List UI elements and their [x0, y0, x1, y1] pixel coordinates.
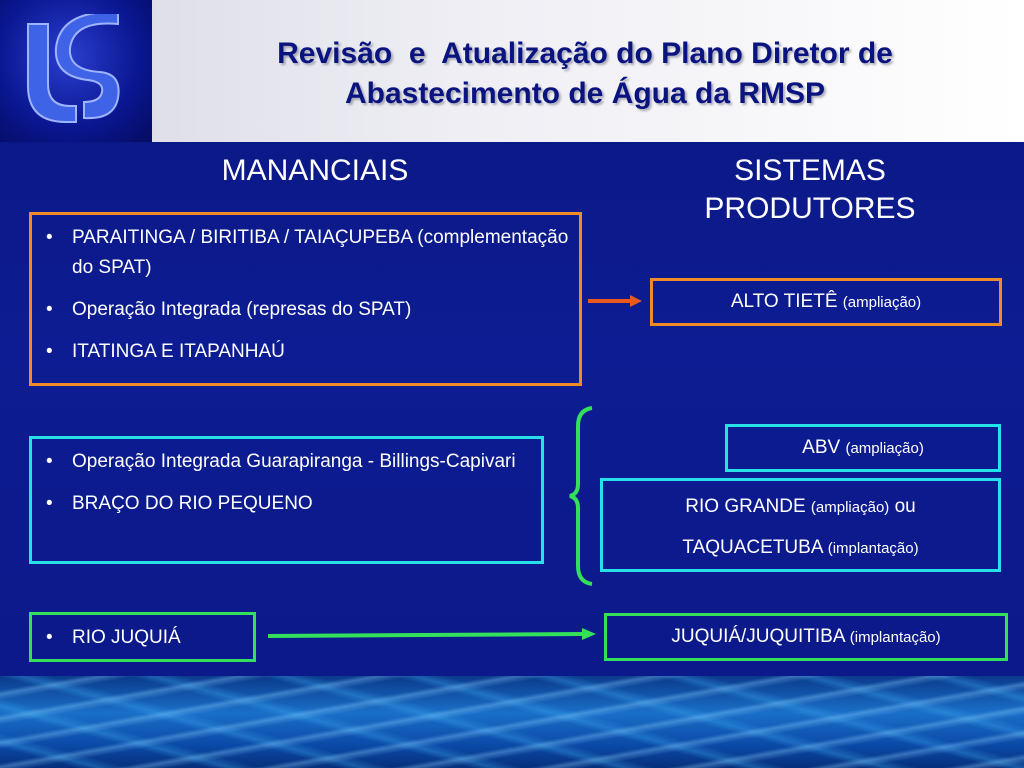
produtor-connector: ou	[894, 496, 916, 517]
mananciais-heading: MANANCIAIS	[221, 154, 409, 187]
list-item: RIO JUQUIÁ	[32, 623, 247, 653]
curly-brace-icon	[569, 406, 593, 586]
produtor-note: (ampliação)	[810, 499, 890, 516]
produtor-abv: ABV (ampliação)	[725, 424, 1001, 472]
water-footer-image	[0, 676, 1024, 768]
list-item: BRAÇO DO RIO PEQUENO	[32, 489, 535, 519]
list-item: ITATINGA E ITAPANHAÚ	[32, 337, 573, 367]
arrow-right-icon	[267, 628, 596, 640]
list-item: PARAITINGA / BIRITIBA / TAIAÇUPEBA (comp…	[32, 223, 573, 283]
header-bar: Revisão e Atualização do Plano Diretor d…	[0, 0, 1024, 142]
produtor-note: (ampliação)	[845, 440, 924, 457]
logo-panel	[0, 0, 152, 142]
arrow-right-icon	[588, 295, 642, 307]
produtor-line-2: TAQUACETUBA (implantação)	[603, 528, 998, 569]
produtor-note: (ampliação)	[842, 294, 922, 311]
produtor-alto-tiete: ALTO TIETÊ (ampliação)	[650, 278, 1002, 326]
title-line-1: Revisão e Atualização do Plano Diretor d…	[277, 37, 893, 70]
produtor-line-1: RIO GRANDE (ampliação) ou	[603, 487, 998, 528]
mananciais-group-c: RIO JUQUIÁ	[29, 612, 256, 662]
heading-line-1: SISTEMAS	[734, 154, 886, 187]
produtor-name: JUQUIÁ/JUQUITIBA	[671, 626, 845, 647]
mananciais-group-b: Operação Integrada Guarapiranga - Billin…	[29, 436, 544, 564]
produtor-juquia: JUQUIÁ/JUQUITIBA (implantação)	[604, 613, 1008, 661]
produtor-alt-note: (implantação)	[827, 540, 919, 557]
produtor-rio-grande: RIO GRANDE (ampliação) ou TAQUACETUBA (i…	[600, 478, 1001, 572]
list-item: Operação Integrada (represas do SPAT)	[32, 295, 573, 325]
produtor-note: (implantação)	[849, 629, 941, 646]
sistemas-produtores-heading: SISTEMAS PRODUTORES	[640, 152, 980, 228]
produtor-name: ABV	[802, 437, 841, 458]
produtor-name: ALTO TIETÊ	[730, 291, 838, 312]
mananciais-group-a: PARAITINGA / BIRITIBA / TAIAÇUPEBA (comp…	[29, 212, 582, 386]
list-item: Operação Integrada Guarapiranga - Billin…	[32, 447, 535, 477]
produtor-alt-name: TAQUACETUBA	[682, 537, 823, 558]
produtor-name: RIO GRANDE	[685, 496, 806, 517]
slide-title: Revisão e Atualização do Plano Diretor d…	[160, 34, 1010, 114]
sabesp-logo-icon	[27, 14, 120, 123]
title-line-2: Abastecimento de Água da RMSP	[344, 77, 826, 110]
heading-line-2: PRODUTORES	[704, 192, 916, 225]
